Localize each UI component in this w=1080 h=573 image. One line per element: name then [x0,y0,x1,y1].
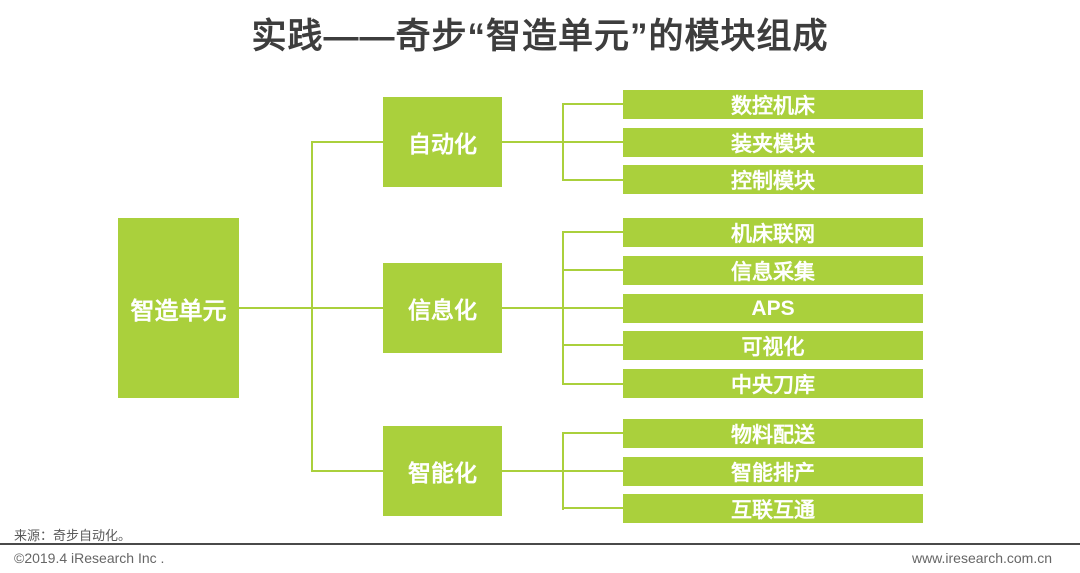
connector-line [311,141,313,472]
leaf-box: 中央刀库 [623,369,923,398]
connector-line [312,141,383,143]
connector-line [562,269,623,271]
connector-line [562,179,623,181]
branch-node-intelligence: 智能化 [383,426,502,516]
website-url: www.iresearch.com.cn [911,550,1052,566]
page-title: 实践——奇步“智造单元”的模块组成 [251,17,829,56]
leaf-box: 可视化 [623,331,923,360]
connector-line [562,231,623,233]
copyright-text: ©2019.4 iResearch Inc . [14,550,165,566]
leaf-box: 信息采集 [623,256,923,285]
leaf-box: APS [623,294,923,323]
connector-line [562,232,564,385]
leaf-box: 数控机床 [623,90,923,119]
connector-line [562,104,564,181]
connector-line [562,344,623,346]
leaf-box: 机床联网 [623,218,923,247]
leaf-box: 互联互通 [623,494,923,523]
source-note: 来源：奇步自动化。 [14,528,132,543]
connector-line [562,383,623,385]
connector-line [562,433,564,510]
connector-line [562,103,623,105]
root-node-smart-unit: 智造单元 [118,218,239,398]
leaf-box: 控制模块 [623,165,923,194]
footer-divider [0,543,1080,545]
branch-node-informatization: 信息化 [383,263,502,353]
leaf-box: 智能排产 [623,457,923,486]
connector-line [562,507,623,509]
leaf-box: 装夹模块 [623,128,923,157]
connector-line [562,432,623,434]
connector-line [312,470,383,472]
branch-node-automation: 自动化 [383,97,502,187]
leaf-box: 物料配送 [623,419,923,448]
